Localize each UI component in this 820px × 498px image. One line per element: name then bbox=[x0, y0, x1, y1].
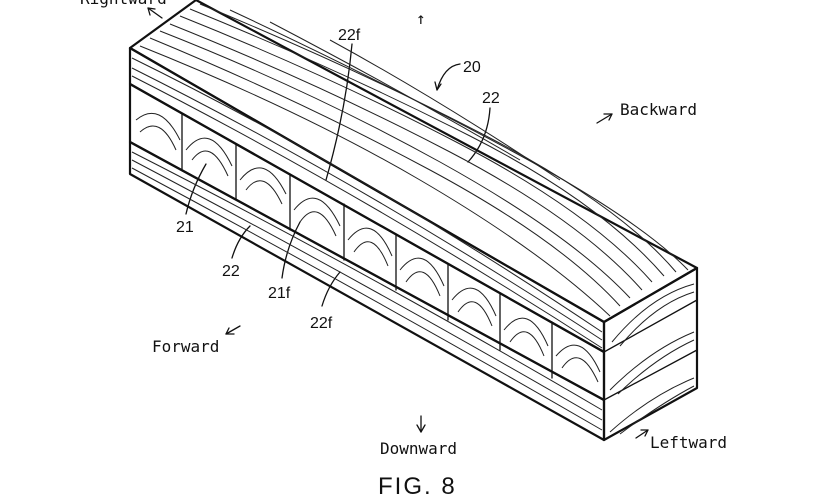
ref-22-bottom-leader bbox=[231, 225, 251, 259]
rightward-label: Rightward bbox=[80, 0, 167, 8]
beam-front-bottom-lamina bbox=[128, 140, 606, 442]
ref-22-bottom: 22 bbox=[222, 263, 240, 280]
downward-arrow bbox=[416, 415, 426, 433]
ref-21: 21 bbox=[176, 219, 194, 236]
figure-caption: FIG. 8 bbox=[378, 473, 457, 498]
ref-22-top-leader bbox=[467, 107, 491, 163]
ref-22f-top: 22f bbox=[338, 27, 361, 44]
ref-22f-bottom: 22f bbox=[310, 315, 333, 332]
front-top-lamina-grain bbox=[131, 57, 603, 349]
ref-21f-leader bbox=[281, 221, 301, 279]
backward-arrow bbox=[596, 113, 613, 124]
forward-arrow bbox=[225, 325, 241, 335]
leftward-arrow bbox=[635, 429, 649, 439]
beam-end-face bbox=[602, 266, 699, 442]
front-bottom-lamina-grain bbox=[131, 151, 603, 431]
forward-label: Forward bbox=[152, 337, 219, 356]
ref-20: 20 bbox=[463, 59, 481, 76]
ref-20-leader bbox=[436, 63, 461, 91]
downward-label: Downward bbox=[380, 439, 457, 458]
ref-21f: 21f bbox=[268, 285, 291, 302]
rightward-arrow bbox=[147, 7, 163, 19]
beam bbox=[128, 0, 699, 442]
core-pieces bbox=[135, 112, 601, 383]
backward-label: Backward bbox=[620, 100, 697, 119]
top-face-grain bbox=[139, 3, 689, 317]
end-face-grain bbox=[609, 283, 695, 435]
ref-22f-bottom-leader bbox=[321, 271, 341, 307]
ref-21-leader bbox=[185, 163, 207, 215]
leftward-label: Leftward bbox=[650, 433, 727, 452]
ref-22-top: 22 bbox=[482, 90, 500, 107]
upward-arrow-glyph: ↑ bbox=[416, 9, 426, 28]
